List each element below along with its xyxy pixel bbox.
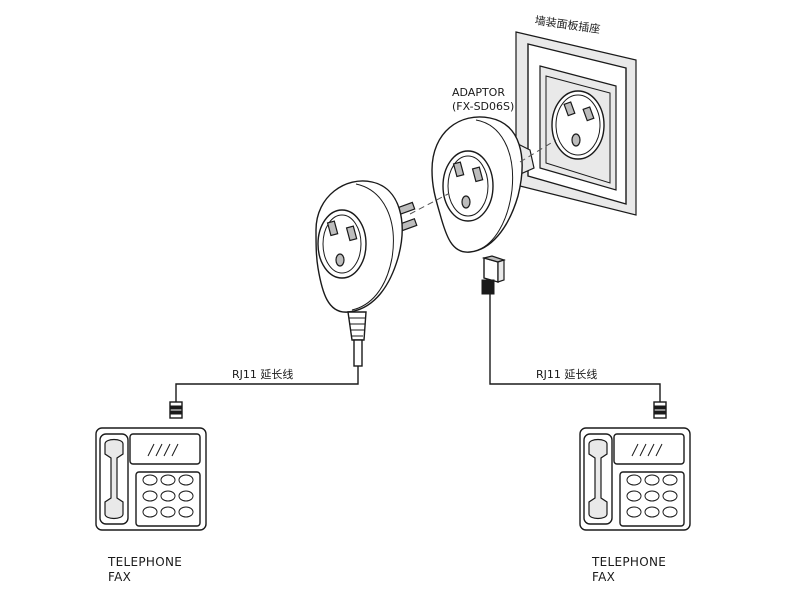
adaptor bbox=[431, 116, 535, 253]
left-telephone-fax bbox=[95, 427, 207, 531]
right-rj11-cable bbox=[489, 294, 661, 404]
left-device-label-line2: FAX bbox=[108, 570, 132, 584]
plug bbox=[315, 180, 418, 367]
right-device-label-line1: TELEPHONE bbox=[592, 555, 667, 569]
right-rj11-plug bbox=[653, 401, 667, 419]
adaptor-model-label: (FX-SD06S) bbox=[452, 100, 515, 113]
alignment-guide bbox=[409, 193, 449, 215]
right-telephone-fax bbox=[579, 427, 691, 531]
left-device-label-line1: TELEPHONE bbox=[108, 555, 183, 569]
alignment-guide bbox=[519, 139, 557, 163]
wall-outlet bbox=[515, 31, 637, 216]
left-rj11-cable bbox=[175, 366, 359, 404]
rj11-port-connector bbox=[481, 255, 506, 295]
left-cable-label: RJ11 延长线 bbox=[232, 368, 294, 381]
right-device-label-line2: FAX bbox=[592, 570, 616, 584]
adaptor-name-label: ADAPTOR bbox=[452, 86, 505, 99]
left-rj11-plug bbox=[169, 401, 183, 419]
right-cable-label: RJ11 延长线 bbox=[536, 368, 598, 381]
